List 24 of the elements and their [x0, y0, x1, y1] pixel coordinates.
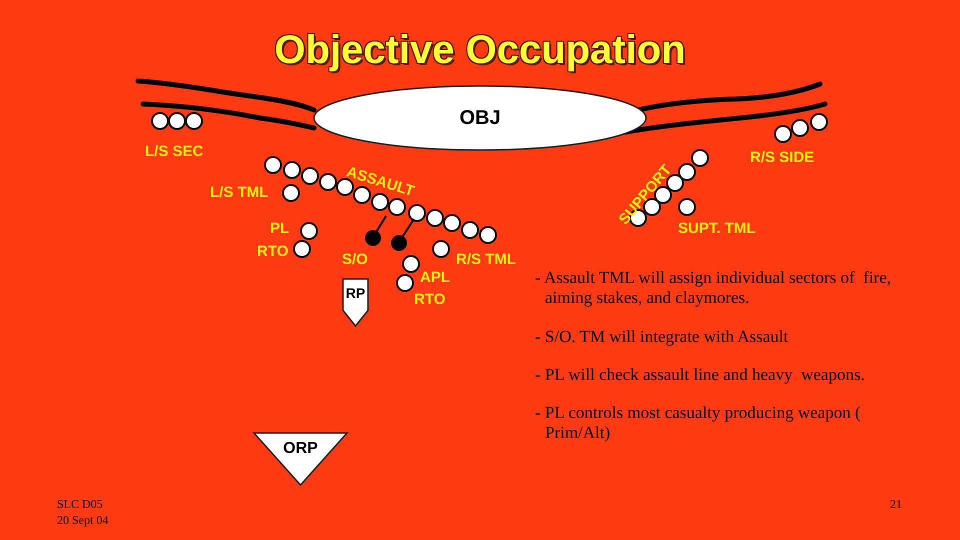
- bullet-note: - Assault TML will assign individual sectors of fire, aiming stakes, and claymores.: [535, 268, 892, 308]
- orp-triangle: [253, 432, 348, 486]
- rally-point-marker: [342, 278, 369, 327]
- bullet-note: - PL will check assault line and heavy weapons.: [535, 365, 866, 385]
- objective-ellipse: [313, 85, 647, 151]
- map-label: RTO: [257, 243, 288, 260]
- bullet-note: - PL controls most casualty producing weapon ( Prim/Alt): [535, 403, 862, 443]
- map-label: R/S SIDE: [750, 149, 814, 166]
- map-label: S/O: [342, 251, 368, 268]
- map-label: APL: [420, 269, 450, 286]
- map-label: L/S TML: [210, 184, 268, 201]
- map-label: SUPT. TML: [678, 220, 756, 237]
- map-label: L/S SEC: [145, 143, 204, 160]
- map-label: R/S TML: [456, 251, 516, 268]
- footer-text: 20 Sept 04: [57, 513, 108, 528]
- footer-text: 21: [890, 497, 902, 512]
- slide-title: Objective Occupation: [273, 28, 687, 73]
- node-label: RP: [346, 285, 366, 301]
- map-label: RTO: [414, 291, 446, 308]
- node-label: OBJ: [459, 106, 501, 130]
- bullet-note: - S/O. TM will integrate with Assault: [535, 327, 790, 347]
- node-label: ORP: [283, 440, 318, 458]
- map-label: PL: [270, 220, 290, 237]
- footer-text: SLC D05: [57, 497, 103, 512]
